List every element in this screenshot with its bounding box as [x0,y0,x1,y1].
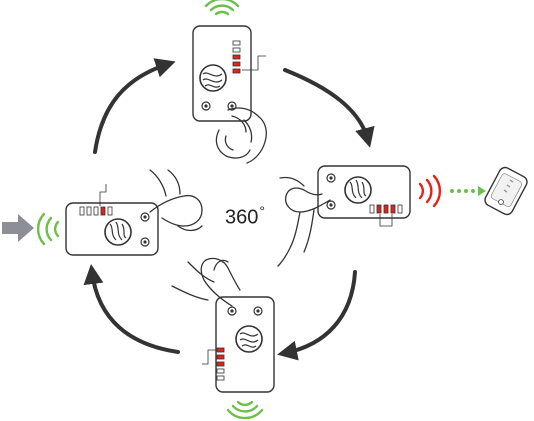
input-arrow-icon [2,214,34,242]
cycle-arrow-icon [92,272,178,352]
wireless-signal-icon [38,214,58,244]
wireless-signal-icon [228,402,262,418]
wireless-signal-icon [420,176,440,206]
transmission-arrow [450,186,486,196]
degree-symbol: ° [259,203,265,219]
device-bottom [202,297,274,392]
cycle-arrow-icon [285,70,368,140]
device-top [193,26,266,121]
rotation-value: 360 [225,207,258,229]
rotation-label: 360° [210,194,280,228]
cycle-arrow-icon [285,272,355,353]
wireless-signal-icon [206,0,238,14]
device-left [66,184,158,255]
phone-icon [483,165,529,216]
device-right [318,166,410,226]
cycle-arrow-icon [95,64,168,152]
